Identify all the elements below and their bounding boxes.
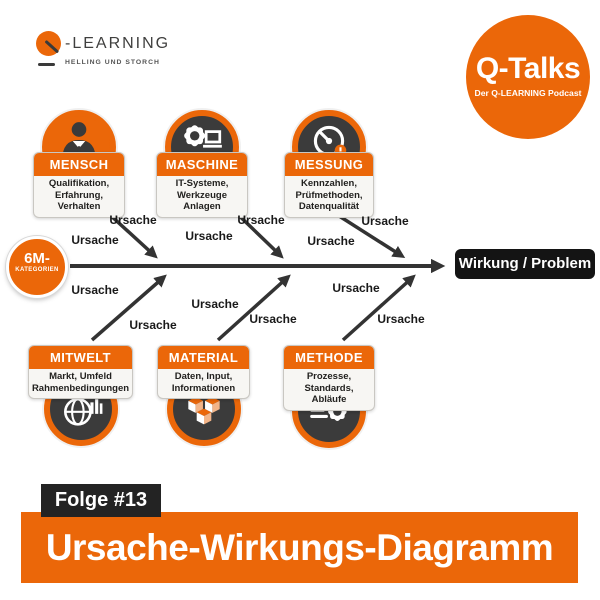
category-details: Kennzahlen, Prüfmethoden, Datenqualität [295,178,363,212]
category-details: IT-Systeme, Werkzeuge Anlagen [175,178,229,212]
category-title: MATERIAL [158,346,249,369]
episode-badge: Folge #13 [41,484,161,517]
q-learning-logo-icon [36,31,61,56]
page-title: Ursache-Wirkungs-Diagramm [21,512,578,583]
globe-icon [64,397,103,426]
category-title: MENSCH [34,153,124,176]
cause-label: Ursache [307,234,355,248]
q-talks-badge: Q-Talks Der Q-LEARNING Podcast [466,15,590,139]
category-details: Prozesse, Standards, Abläufe [304,371,354,405]
hub-6m-kategorien: 6M- KATEGORIEN [6,236,68,298]
category-title: METHODE [284,346,374,369]
cause-label: Ursache [109,213,157,227]
cause-label: Ursache [249,312,297,326]
cause-label: Ursache [71,233,119,247]
category-card-messung: MESSUNG Kennzahlen, Prüfmethoden, Datenq… [284,152,374,218]
category-title: MASCHINE [157,153,247,176]
category-title: MESSUNG [285,153,373,176]
category-card-material: MATERIAL Daten, Input, Informationen [157,345,250,399]
cause-label: Ursache [361,214,409,228]
effect-box: Wirkung / Problem [455,249,595,279]
category-card-methode: METHODE Prozesse, Standards, Abläufe [283,345,375,411]
cause-label: Ursache [191,297,239,311]
hub-label-line1: 6M- [24,250,50,267]
category-title: MITWELT [29,346,132,369]
logo-needle-icon [44,39,60,54]
gear-laptop-icon [184,125,222,148]
cause-label: Ursache [71,283,119,297]
category-card-mitwelt: MITWELT Markt, Umfeld Rahmenbedingungen [28,345,133,399]
logo-divider [38,63,55,66]
badge-subtitle: Der Q-LEARNING Podcast [474,88,582,98]
cause-label: Ursache [377,312,425,326]
cause-label: Ursache [129,318,177,332]
category-card-maschine: MASCHINE IT-Systeme, Werkzeuge Anlagen [156,152,248,218]
category-card-mensch: MENSCH Qualifikation, Erfahrung, Verhalt… [33,152,125,218]
category-details: Daten, Input, Informationen [171,371,236,394]
cubes-icon [188,397,220,425]
logo-wordmark: -LEARNING [65,35,171,52]
cause-label: Ursache [185,229,233,243]
hub-label-line2: KATEGORIEN [15,267,59,273]
badge-title: Q-Talks [475,52,581,85]
cause-label: Ursache [332,281,380,295]
logo-tagline: HELLING UND STORCH [65,59,160,66]
cause-label: Ursache [237,213,285,227]
category-details: Qualifikation, Erfahrung, Verhalten [48,178,110,212]
category-details: Markt, Umfeld Rahmenbedingungen [31,371,130,394]
